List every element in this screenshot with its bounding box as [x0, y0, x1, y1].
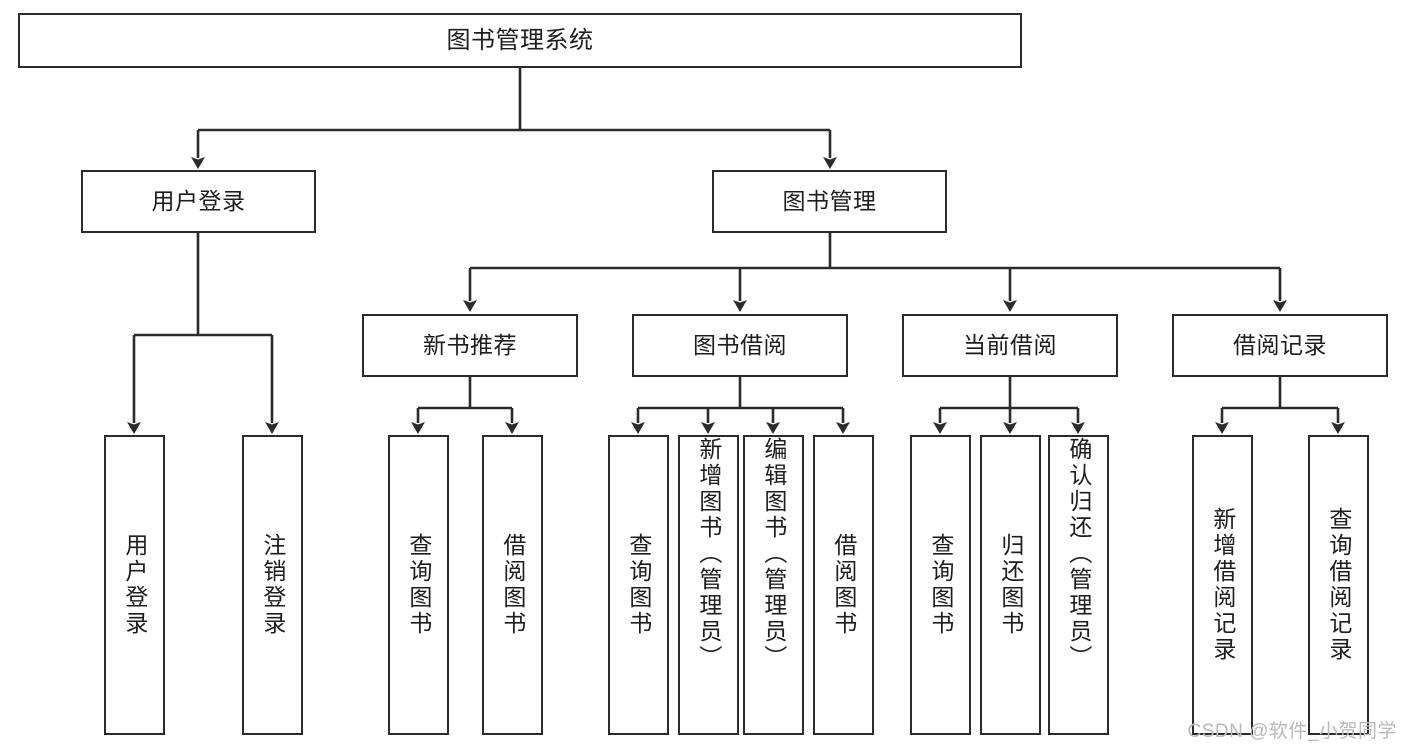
node-label: 新增图书（管理员）: [695, 437, 722, 671]
node-label: 借阅图书: [830, 533, 857, 637]
leaf-borrow-book[interactable]: 借阅图书: [813, 435, 874, 735]
node-label: 查询图书: [625, 533, 652, 637]
node-label: 图书管理: [782, 188, 877, 214]
node-label: 借阅图书: [499, 533, 526, 637]
node-book-management[interactable]: 图书管理: [712, 170, 947, 233]
node-borrow-record[interactable]: 借阅记录: [1172, 314, 1388, 377]
leaf-add-book-admin[interactable]: 新增图书（管理员）: [678, 435, 739, 735]
node-label: 查询图书: [405, 533, 432, 637]
node-label: 查询图书: [927, 533, 954, 637]
leaf-query-book-borrow[interactable]: 查询图书: [608, 435, 669, 735]
node-book-borrow[interactable]: 图书借阅: [632, 314, 848, 377]
leaf-add-borrow-record[interactable]: 新增借阅记录: [1192, 435, 1253, 735]
node-new-book-recommend[interactable]: 新书推荐: [362, 314, 578, 377]
node-current-borrow[interactable]: 当前借阅: [902, 314, 1118, 377]
node-label: 编辑图书（管理员）: [760, 437, 787, 671]
node-label: 图书管理系统: [446, 26, 594, 54]
node-label: 新增借阅记录: [1209, 507, 1236, 663]
leaf-edit-book-admin[interactable]: 编辑图书（管理员）: [743, 435, 804, 735]
node-label: 确认归还（管理员）: [1065, 437, 1092, 671]
leaf-query-book-current[interactable]: 查询图书: [910, 435, 971, 735]
leaf-borrow-book-recommend[interactable]: 借阅图书: [482, 435, 543, 735]
leaf-confirm-return-admin[interactable]: 确认归还（管理员）: [1048, 435, 1109, 735]
node-label: 查询借阅记录: [1325, 507, 1352, 663]
leaf-logout[interactable]: 注销登录: [242, 435, 303, 735]
leaf-query-book-recommend[interactable]: 查询图书: [388, 435, 449, 735]
node-label: 当前借阅: [963, 332, 1057, 358]
node-root-system[interactable]: 图书管理系统: [18, 13, 1022, 68]
node-label: 用户登录: [121, 533, 148, 637]
node-label: 归还图书: [997, 533, 1024, 637]
node-label: 借阅记录: [1233, 332, 1327, 358]
leaf-return-book[interactable]: 归还图书: [980, 435, 1041, 735]
node-label: 用户登录: [151, 188, 246, 214]
leaf-user-login[interactable]: 用户登录: [104, 435, 165, 735]
node-label: 图书借阅: [693, 332, 787, 358]
node-label: 注销登录: [259, 533, 286, 637]
watermark: CSDN @软件_小贺同学: [1187, 721, 1397, 742]
node-label: 新书推荐: [423, 332, 517, 358]
leaf-query-borrow-record[interactable]: 查询借阅记录: [1308, 435, 1369, 735]
node-user-login[interactable]: 用户登录: [81, 170, 316, 233]
